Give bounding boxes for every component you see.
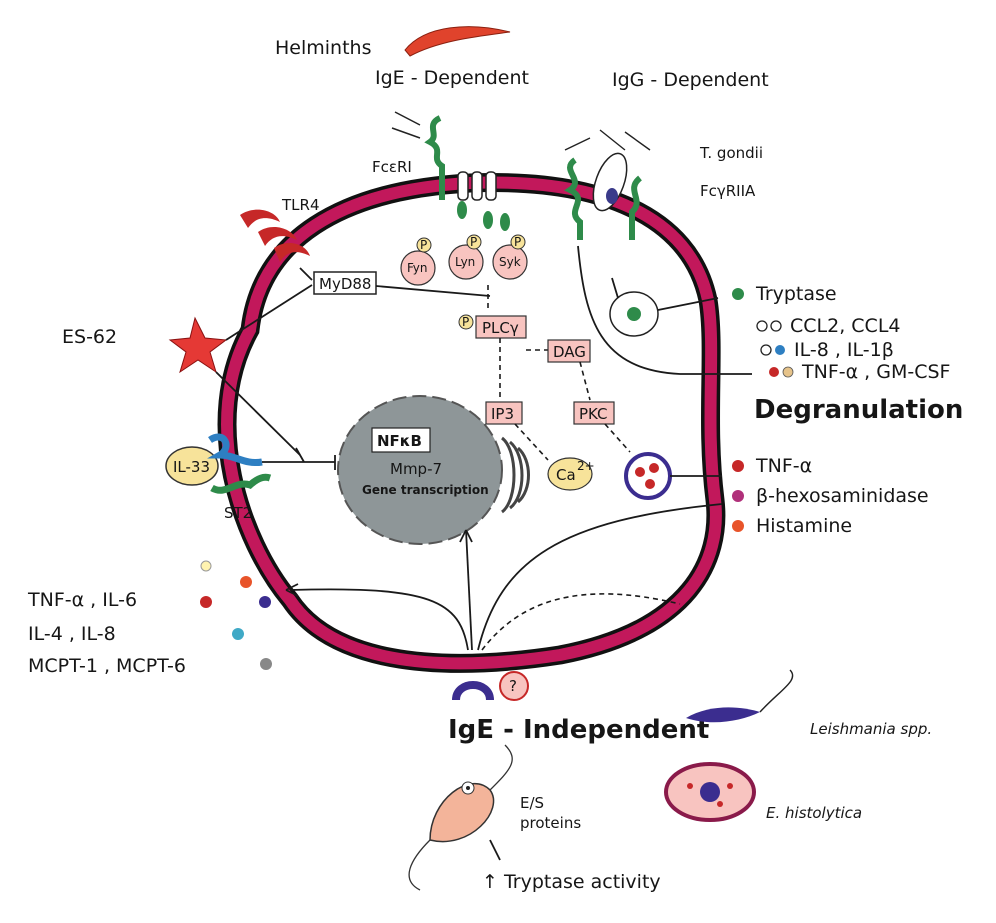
unknown-label: ? [509,677,517,695]
nfkb-label: NFκB [377,432,422,450]
gene-transcription-label: Gene transcription [362,483,489,497]
tnf-label: TNF-α [755,455,812,477]
il8-il1b-label: IL-8 , IL-1β [794,339,894,361]
fyn-label: Fyn [407,261,428,275]
mediator-dot-purple [259,596,271,608]
tryptase-dot [732,288,744,300]
tnf-gmcsf-label: TNF-α , GM-CSF [801,361,950,383]
lyn-label: Lyn [455,255,475,269]
e-histolytica-label: E. histolytica [766,804,862,822]
mediator-dot-yellow [201,561,211,571]
dag-pkc-arrow [580,362,590,400]
helminth-worm [405,27,510,56]
ige-dependent-label: IgE - Dependent [375,67,529,89]
mediator-dot-orange [240,576,252,588]
il33-label: IL-33 [173,458,210,476]
es62-myd88-line [226,285,312,340]
pkc-granule-arrow [605,424,630,452]
vesicle-in-arrow [612,278,618,298]
syk-p-label: P [514,235,521,249]
mmp7-label: Mmp-7 [390,460,442,478]
bhex-dot [732,490,744,502]
pkc-label: PKC [579,405,608,423]
mediator-dot-blue [232,628,244,640]
tlr4-label: TLR4 [281,196,320,214]
ccl-dot-2 [771,321,781,331]
es-proteins-label-1: E/S [520,794,544,812]
es-proteins-label-2: proteins [520,814,581,832]
degranulation-up-arrow [478,504,722,650]
t-gondii-label: T. gondii [699,144,763,162]
leishmania-label: Leishmania spp. [810,720,932,738]
il4-il8-label: IL-4 , IL-8 [28,623,116,645]
mediator-dot-red [200,596,212,608]
mcpt-label: MCPT-1 , MCPT-6 [28,655,186,677]
ccl-label: CCL2, CCL4 [790,315,901,337]
fcgriia-label: FcγRIIA [700,182,756,200]
e-histolytica-parasite [666,764,754,820]
lyn-p-label: P [470,235,477,249]
tlr4-myd88-arrow [300,268,312,280]
tryptase-label: Tryptase [755,283,837,305]
giardia-parasite [409,745,512,890]
tnf-il6-label: TNF-α , IL-6 [27,589,137,611]
degranulation-label: Degranulation [754,395,963,425]
dag-label: DAG [553,343,586,361]
il1b-dot [775,345,785,355]
igg-dependent-label: IgG - Dependent [612,69,769,91]
il8-dot [761,345,771,355]
ccl-dot-1 [757,321,767,331]
es62-label: ES-62 [62,326,117,348]
secretory-granule [626,454,670,498]
golgi-apparatus [502,438,529,512]
fceri-label: FcεRI [372,158,412,176]
myd88-label: MyD88 [319,275,371,293]
ca-label: Ca [556,466,576,484]
st2-label: ST2 [224,504,252,522]
tnf-dot-top [769,367,779,377]
gmcsf-dot [783,367,793,377]
plcg-p-label: P [462,315,469,329]
tnf-dot [732,460,744,472]
ige-independent-label: IgE - Independent [448,715,709,745]
es62-star [170,318,226,372]
histamine-dot [732,520,744,532]
ca-sup-label: 2+ [577,459,595,473]
helminths-label: Helminths [275,37,371,59]
myd88-plc-line [376,286,490,296]
bhex-label: β-hexosaminidase [756,485,929,507]
plcg-label: PLCγ [482,319,519,337]
leishmania-parasite [686,670,793,722]
ige-independent-receptor [456,685,490,700]
ip3-label: IP3 [491,405,514,423]
tryptase-activity-arrow [490,840,500,860]
histamine-label: Histamine [756,515,852,537]
fyn-p-label: P [420,238,427,252]
syk-label: Syk [499,255,521,269]
degranulation-arrow [578,246,752,374]
nucleus-up-arrow [466,530,472,650]
tryptase-activity-label: ↑ Tryptase activity [482,871,661,893]
es62-inhibit-bar [296,448,304,462]
vesicle [610,292,658,336]
mediator-dot-grey [260,658,272,670]
